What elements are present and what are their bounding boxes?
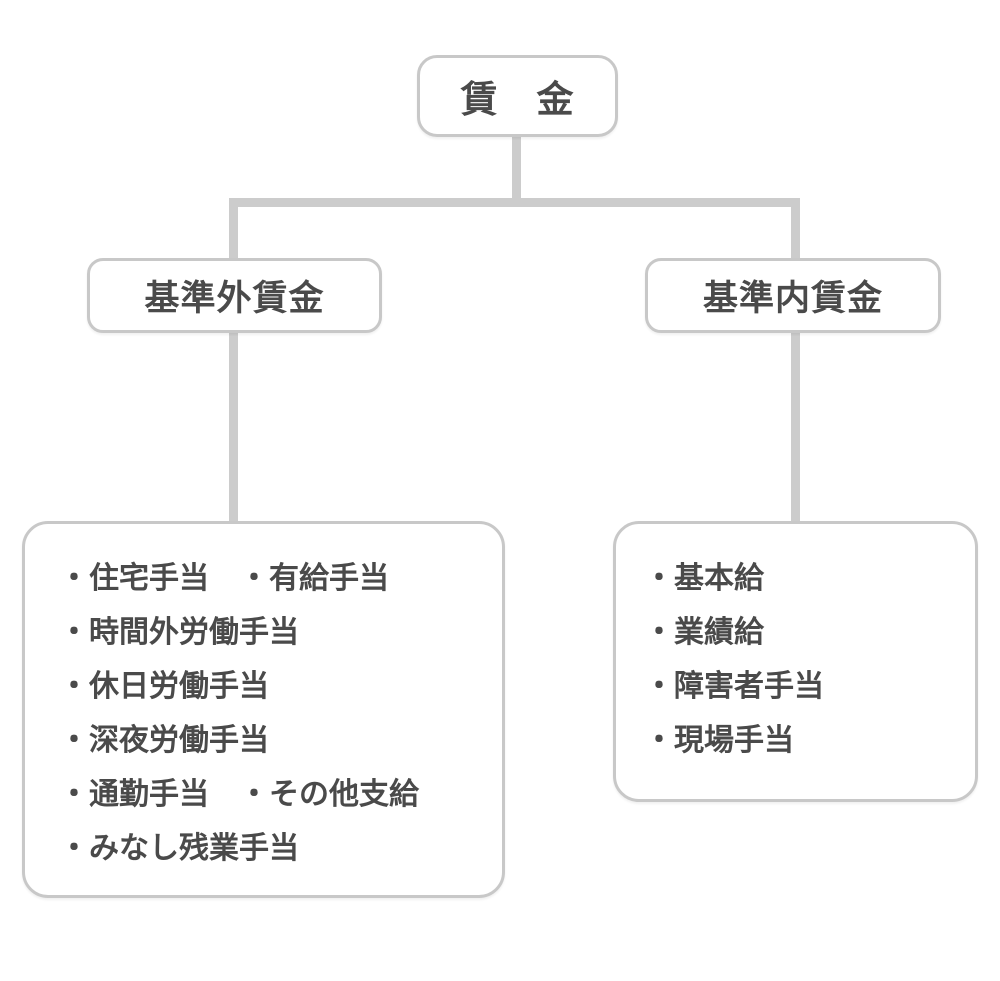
- list-item: ・休日労働手当: [59, 669, 269, 704]
- root-label: 賃 金: [460, 78, 575, 121]
- list-item: ・業績給: [644, 615, 764, 650]
- connector-right-branch-to-leaf: [791, 330, 800, 525]
- branch-node-standard-wage: 基準内賃金: [645, 258, 941, 333]
- connector-drop-right: [791, 198, 800, 261]
- list-item: ・時間外労働手当: [59, 615, 299, 650]
- leaf-box-nonstandard-wage-items: ・住宅手当 ・有給手当 ・時間外労働手当 ・休日労働手当 ・深夜労働手当 ・通勤…: [22, 521, 505, 898]
- branch-left-label: 基準外賃金: [144, 279, 325, 319]
- list-item: ・現場手当: [644, 723, 794, 758]
- leaf-box-standard-wage-items: ・基本給 ・業績給 ・障害者手当 ・現場手当: [613, 521, 978, 802]
- list-item: ・深夜労働手当: [59, 723, 269, 758]
- connector-branch-bar: [229, 198, 800, 207]
- branch-right-label: 基準内賃金: [702, 279, 883, 319]
- connector-left-branch-to-leaf: [229, 330, 238, 525]
- list-item: ・基本給: [644, 561, 764, 596]
- root-node: 賃 金: [417, 55, 618, 137]
- branch-node-nonstandard-wage: 基準外賃金: [87, 258, 382, 333]
- list-item: ・障害者手当: [644, 669, 824, 704]
- list-item: ・みなし残業手当: [59, 831, 299, 866]
- list-item: ・住宅手当 ・有給手当: [59, 561, 389, 596]
- connector-root-trunk: [512, 135, 521, 207]
- list-item: ・通勤手当 ・その他支給: [59, 777, 419, 812]
- connector-drop-left: [229, 198, 238, 261]
